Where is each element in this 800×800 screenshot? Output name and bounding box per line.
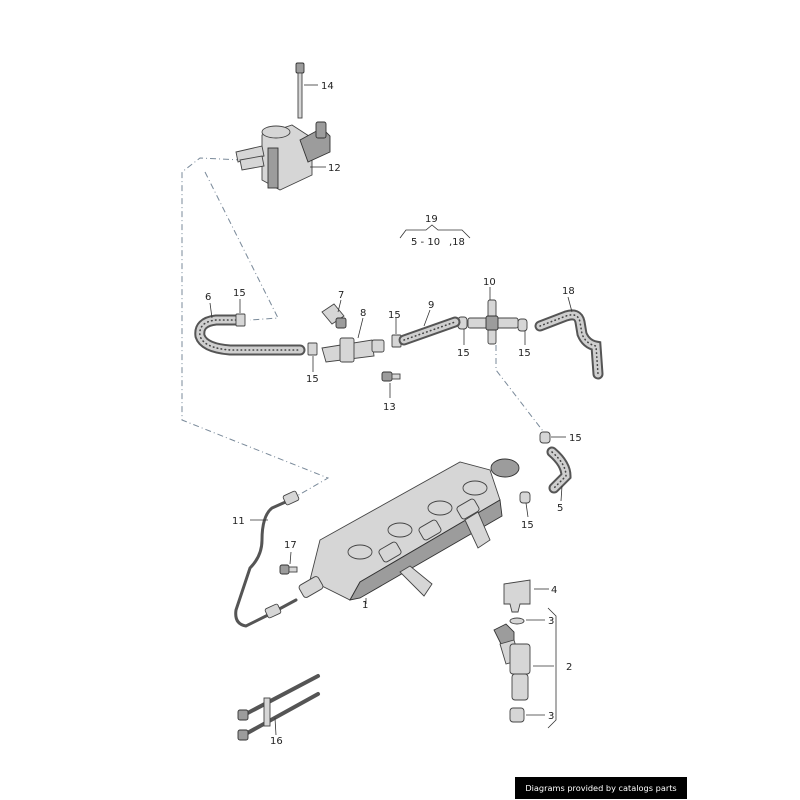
callout-19: 19 — [425, 214, 438, 225]
callout-5: 5 — [557, 503, 563, 514]
leader-lines — [209, 84, 573, 736]
callout-11: 11 — [232, 516, 245, 527]
callout-9: 9 — [428, 300, 434, 311]
fitting-part-8[interactable] — [321, 337, 385, 363]
hose-part-18[interactable] — [534, 309, 604, 380]
callout-15-g: 15 — [521, 520, 534, 531]
callout-labels: 14 12 19 5 - 10 ,18 6 15 7 8 15 9 10 18 … — [205, 81, 582, 747]
bolt-part-17[interactable] — [279, 564, 298, 575]
callout-8: 8 — [360, 308, 366, 319]
callout-19-extra: ,18 — [449, 237, 465, 248]
t-connector-part-10[interactable] — [467, 299, 519, 345]
callout-15-d: 15 — [457, 348, 470, 359]
bolt-part-13[interactable] — [381, 371, 401, 382]
clamp-part-15-group[interactable] — [235, 313, 551, 504]
hose-part-6[interactable] — [194, 314, 306, 356]
group-brace-19 — [399, 224, 471, 239]
callout-14: 14 — [321, 81, 334, 92]
injector-part-2[interactable] — [493, 623, 531, 701]
hose-part-5[interactable] — [546, 446, 572, 494]
callout-1: 1 — [362, 600, 368, 611]
cable-tie-part-16[interactable] — [237, 674, 320, 741]
callout-19-range: 5 - 10 — [411, 237, 440, 248]
callout-3-upper: 3 — [548, 616, 554, 627]
callout-4: 4 — [551, 585, 557, 596]
credit-banner: Diagrams provided by catalogs parts — [515, 777, 687, 799]
callout-15-a: 15 — [233, 288, 246, 299]
bolt-part-14[interactable] — [295, 62, 305, 119]
callout-16: 16 — [270, 736, 283, 747]
callout-15-b: 15 — [388, 310, 401, 321]
hose-part-9[interactable] — [398, 316, 461, 346]
callout-7: 7 — [338, 290, 344, 301]
callout-18: 18 — [562, 286, 575, 297]
seal-ring-part-3-upper[interactable] — [509, 617, 525, 625]
callout-12: 12 — [328, 163, 341, 174]
fuel-line-part-11[interactable] — [234, 490, 300, 628]
callout-6: 6 — [205, 292, 211, 303]
callout-15-e: 15 — [518, 348, 531, 359]
callout-15-f: 15 — [569, 433, 582, 444]
sensor-part-7[interactable] — [321, 303, 347, 329]
callout-2: 2 — [566, 662, 572, 673]
fuel-rail-part-1[interactable] — [298, 458, 520, 601]
callout-17: 17 — [284, 540, 297, 551]
clip-part-4[interactable] — [503, 579, 531, 613]
valve-part-12[interactable] — [235, 121, 331, 191]
callout-10: 10 — [483, 277, 496, 288]
callout-15-c: 15 — [306, 374, 319, 385]
callout-13: 13 — [383, 402, 396, 413]
seal-ring-part-3-lower[interactable] — [509, 707, 525, 723]
assembly-guide-lines — [181, 157, 547, 501]
callout-3-lower: 3 — [548, 711, 554, 722]
